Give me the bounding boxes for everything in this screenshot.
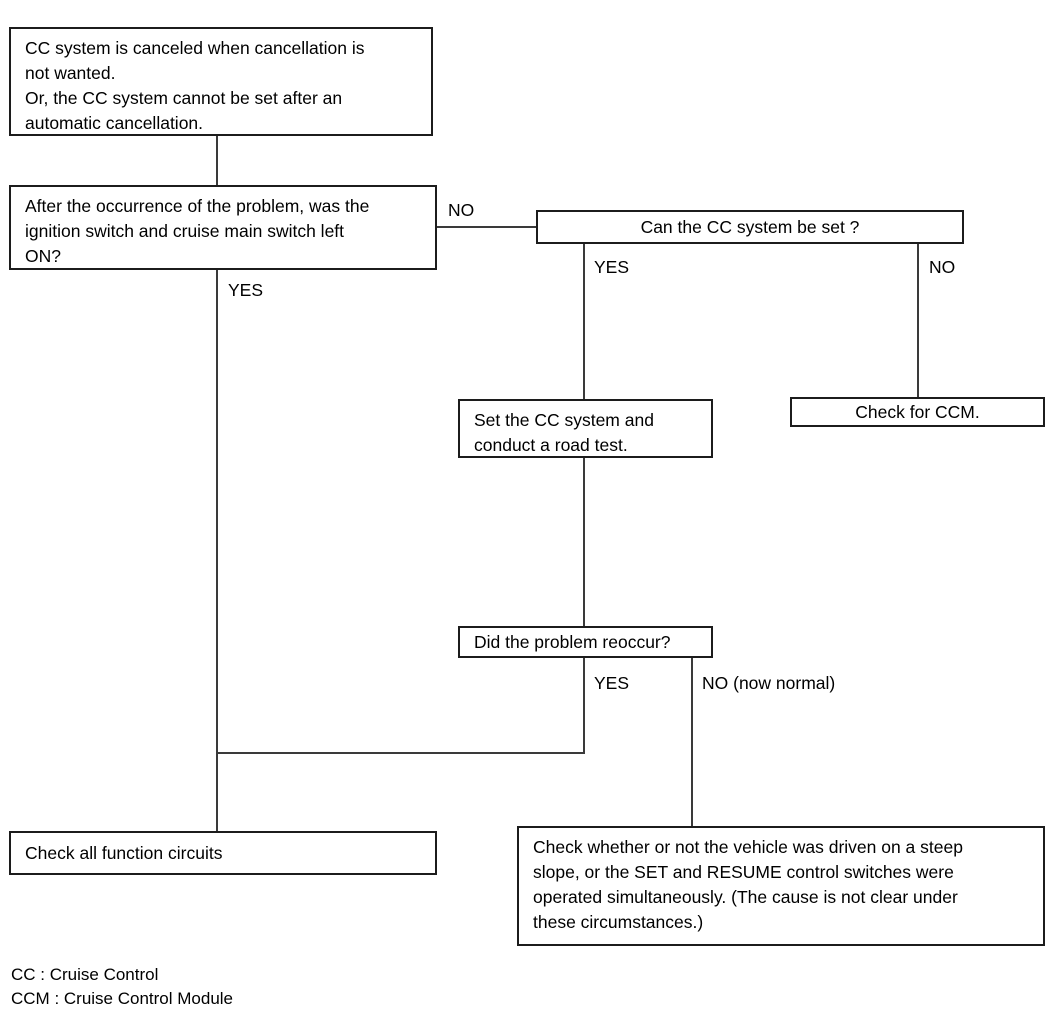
- node-check-steep-slope-text: Check whether or not the vehicle was dri…: [533, 837, 963, 932]
- node-symptom[interactable]: CC system is canceled when cancellation …: [9, 27, 433, 136]
- node-check-ccm-text: Check for CCM.: [855, 401, 980, 422]
- connector-switch-no-horizontal: [435, 226, 538, 228]
- connector-reoccur-yes-vertical: [583, 657, 585, 754]
- node-check-all-circuits-text: Check all function circuits: [25, 843, 223, 863]
- node-question-reoccur-text: Did the problem reoccur?: [474, 632, 671, 652]
- node-set-and-road-test[interactable]: Set the CC system and conduct a road tes…: [458, 399, 713, 458]
- connector-merge-to-check-circuits: [216, 752, 218, 832]
- connector-reoccur-no-vertical: [691, 657, 693, 827]
- connector-merge-horizontal: [216, 752, 585, 754]
- connector-symptom-to-question: [216, 134, 218, 186]
- node-symptom-text: CC system is canceled when cancellation …: [25, 38, 365, 133]
- node-question-switch-left-on[interactable]: After the occurrence of the problem, was…: [9, 185, 437, 270]
- connector-canset-no-vertical: [917, 243, 919, 398]
- node-question-switch-left-on-text: After the occurrence of the problem, was…: [25, 196, 370, 266]
- node-set-and-road-test-text: Set the CC system and conduct a road tes…: [474, 410, 654, 455]
- branch-label-canset-yes: YES: [594, 257, 630, 277]
- node-check-ccm[interactable]: Check for CCM.: [790, 397, 1045, 427]
- node-question-can-set[interactable]: Can the CC system be set ?: [536, 210, 964, 244]
- branch-label-reoccur-yes: YES: [594, 673, 630, 693]
- node-check-all-circuits[interactable]: Check all function circuits: [9, 831, 437, 875]
- node-question-can-set-text: Can the CC system be set ?: [640, 216, 860, 237]
- node-check-steep-slope[interactable]: Check whether or not the vehicle was dri…: [517, 826, 1045, 946]
- connector-canset-yes-vertical: [583, 243, 585, 400]
- branch-label-canset-no: NO: [929, 257, 956, 277]
- connector-switch-yes-vertical: [216, 269, 218, 754]
- branch-label-switch-yes: YES: [228, 280, 264, 300]
- branch-label-reoccur-no: NO (now normal): [702, 673, 836, 693]
- branch-label-switch-no: NO: [448, 200, 475, 220]
- connector-roadtest-to-reoccur: [583, 457, 585, 628]
- node-question-reoccur[interactable]: Did the problem reoccur?: [458, 626, 713, 658]
- legend-abbreviations: CC : Cruise Control CCM : Cruise Control…: [11, 965, 234, 1008]
